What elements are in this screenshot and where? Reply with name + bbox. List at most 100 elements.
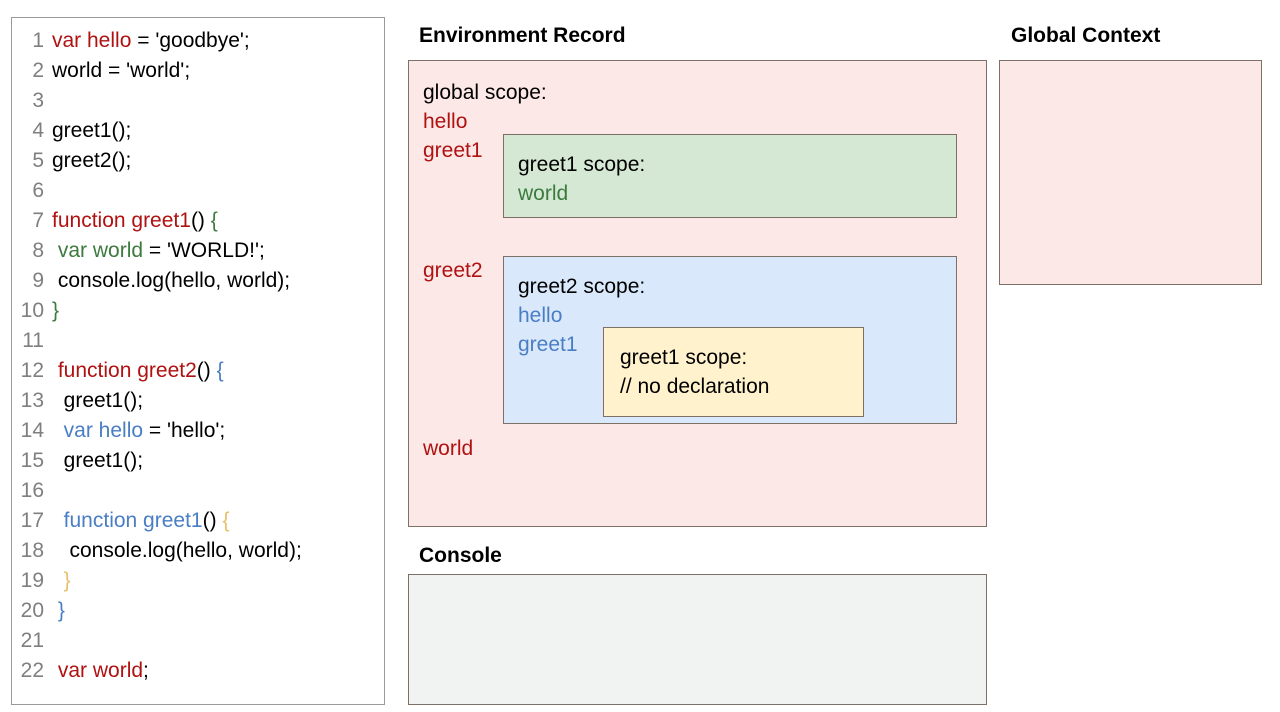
code-line[interactable]: 7 function greet1() {: [12, 206, 384, 236]
code-token: greet2();: [52, 149, 132, 172]
code-line[interactable]: 6: [12, 176, 384, 206]
code-token: [52, 569, 64, 592]
code-token: {: [216, 359, 224, 382]
line-number: 10: [20, 299, 44, 322]
code-line-list: 1 var hello = 'goodbye'; 2 world = 'world';…: [12, 26, 384, 686]
line-number: 4: [32, 119, 44, 142]
code-line-text: console.log(hello, world);: [52, 536, 302, 566]
line-number: 1: [32, 29, 44, 52]
code-token: }: [52, 299, 60, 322]
code-line[interactable]: 20 }: [12, 596, 384, 626]
code-line[interactable]: 5 greet2();: [12, 146, 384, 176]
code-token: ;: [143, 659, 149, 682]
global-scope-box: global scope: hello greet1 greet2 world …: [408, 60, 987, 527]
code-line[interactable]: 1 var hello = 'goodbye';: [12, 26, 384, 56]
code-line-text: greet1();: [52, 116, 131, 146]
code-token: function greet2: [57, 359, 197, 382]
code-line[interactable]: 13 greet1();: [12, 386, 384, 416]
code-line-text: var world;: [52, 656, 149, 686]
line-number: 8: [32, 239, 44, 262]
line-number: 12: [20, 359, 44, 382]
line-number: 6: [32, 179, 44, 202]
code-line[interactable]: 9 console.log(hello, world);: [12, 266, 384, 296]
code-token: function greet1: [63, 509, 203, 532]
code-line[interactable]: 3: [12, 86, 384, 116]
line-number: 14: [20, 419, 44, 442]
line-number: 5: [32, 149, 44, 172]
line-number: 19: [20, 569, 44, 592]
greet2-scope-title: greet2 scope:: [518, 275, 646, 298]
code-line-text: var world = 'WORLD!';: [52, 236, 265, 266]
code-line[interactable]: 21: [12, 626, 384, 656]
code-token: = 'WORLD!';: [143, 239, 265, 262]
code-token: greet1();: [52, 119, 132, 142]
code-line[interactable]: 2 world = 'world';: [12, 56, 384, 86]
code-token: var world: [57, 659, 144, 682]
code-line-text: var hello = 'hello';: [52, 416, 226, 446]
line-number: 11: [22, 329, 44, 352]
code-line[interactable]: 15 greet1();: [12, 446, 384, 476]
greet2-scope-box: greet2 scope: hello greet1 greet1 scope:…: [503, 256, 957, 424]
code-line-text: function greet2() {: [52, 356, 224, 386]
code-line[interactable]: 14 var hello = 'hello';: [12, 416, 384, 446]
line-number: 18: [20, 539, 44, 562]
code-line[interactable]: 18 console.log(hello, world);: [12, 536, 384, 566]
greet1-scope-box: greet1 scope: world: [503, 134, 957, 218]
code-line-text: world = 'world';: [52, 56, 190, 86]
code-line[interactable]: 10}: [12, 296, 384, 326]
console-output-box[interactable]: [408, 574, 987, 705]
line-number: 20: [20, 599, 44, 622]
line-number: 7: [32, 209, 44, 232]
code-line-text: greet2();: [52, 146, 131, 176]
code-line[interactable]: 11: [12, 326, 384, 356]
code-line[interactable]: 22 var world;: [12, 656, 384, 686]
code-line-text: }: [52, 596, 65, 626]
code-line-text: }: [52, 296, 59, 326]
code-line[interactable]: 12 function greet2() {: [12, 356, 384, 386]
global-binding-world: world: [423, 437, 474, 460]
code-token: var world: [57, 239, 144, 262]
code-line[interactable]: 19 }: [12, 566, 384, 596]
code-line-text: function greet1() {: [52, 206, 218, 236]
console-heading: Console: [419, 544, 502, 567]
code-token: {: [210, 209, 218, 232]
code-line[interactable]: 8 var world = 'WORLD!';: [12, 236, 384, 266]
line-number: 21: [20, 629, 44, 652]
code-token: var hello: [63, 419, 144, 442]
code-line-text: greet1();: [52, 386, 143, 416]
greet1-binding-world: world: [518, 182, 569, 205]
code-line-text: function greet1() {: [52, 506, 230, 536]
code-line-text: console.log(hello, world);: [52, 266, 290, 296]
code-token: console.log(hello, world);: [52, 539, 302, 562]
global-binding-hello: hello: [423, 110, 468, 133]
line-number: 16: [20, 479, 44, 502]
code-token: [52, 509, 64, 532]
code-token: }: [63, 569, 71, 592]
code-token: greet1();: [52, 389, 144, 412]
code-line[interactable]: 4 greet1();: [12, 116, 384, 146]
code-token: (): [202, 509, 223, 532]
greet2-binding-greet1: greet1: [518, 333, 578, 356]
code-token: (): [190, 209, 211, 232]
line-number: 3: [32, 89, 44, 112]
code-token: = 'hello';: [143, 419, 226, 442]
environment-record-heading: Environment Record: [419, 24, 626, 47]
code-token: (): [196, 359, 217, 382]
code-token: function greet1: [52, 209, 191, 232]
greet1-scope-title: greet1 scope:: [518, 153, 646, 176]
code-token: var hello: [52, 29, 132, 52]
line-number: 2: [32, 59, 44, 82]
inner-greet1-no-declaration: // no declaration: [620, 375, 770, 398]
code-line-text: var hello = 'goodbye';: [52, 26, 250, 56]
global-context-heading: Global Context: [1011, 24, 1161, 47]
code-token: greet1();: [52, 449, 144, 472]
line-number: 13: [20, 389, 44, 412]
greet2-binding-hello: hello: [518, 304, 563, 327]
code-token: console.log(hello, world);: [52, 269, 291, 292]
source-code-panel: 1 var hello = 'goodbye'; 2 world = 'world';…: [11, 17, 385, 705]
code-line[interactable]: 17 function greet1() {: [12, 506, 384, 536]
global-scope-title: global scope:: [423, 81, 547, 104]
line-number: 22: [20, 659, 44, 682]
code-line[interactable]: 16: [12, 476, 384, 506]
